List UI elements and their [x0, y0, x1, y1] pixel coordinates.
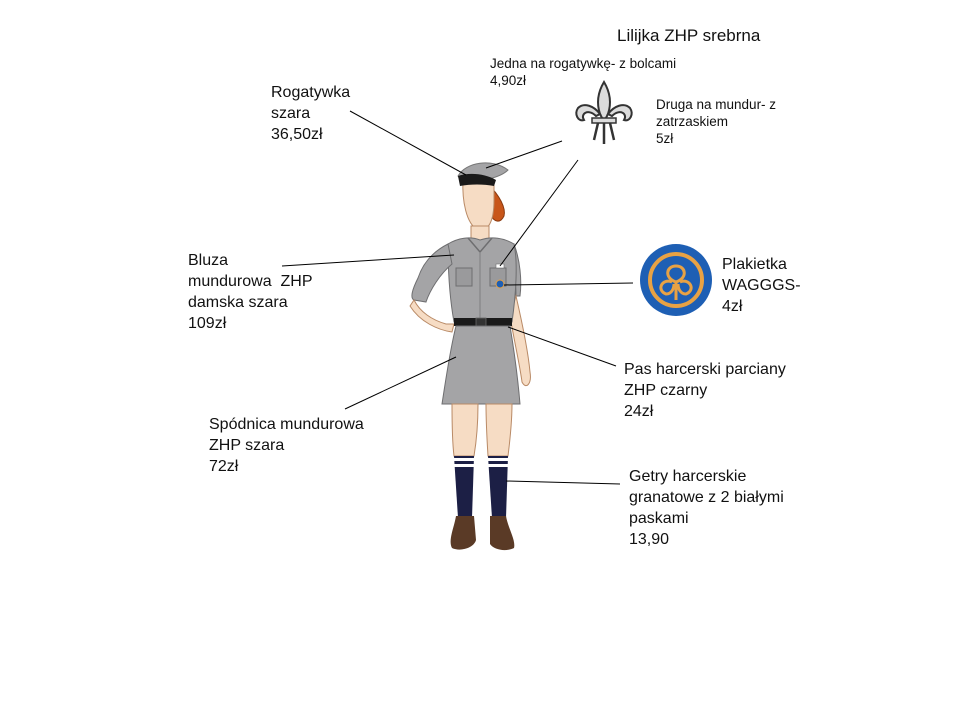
head	[462, 179, 495, 231]
label-price: 24zł	[624, 403, 654, 420]
label-line: granatowe z 2 białymi	[629, 489, 784, 506]
label-line: paskami	[629, 510, 689, 527]
scout-figure	[409, 162, 531, 551]
page-title: Lilijka ZHP srebrna	[617, 26, 761, 45]
label-lilijka-beret: Jedna na rogatywkę- z bolcami 4,90zł	[490, 55, 676, 89]
label-price: 5zł	[656, 131, 674, 146]
label-getry: Getry harcerskie granatowe z 2 białymi p…	[629, 466, 784, 550]
label-line: Plakietka	[722, 256, 787, 273]
leader-plakietka	[503, 282, 634, 286]
label-line: WAGGGS-	[722, 277, 801, 294]
label-line: Jedna na rogatywkę- z bolcami	[490, 56, 677, 71]
leader-bluza	[281, 254, 455, 267]
label-line: ZHP szara	[209, 437, 285, 454]
label-line: damska szara	[188, 294, 288, 311]
leader-getry	[505, 480, 621, 485]
right-shoe	[490, 516, 515, 551]
label-bluza: Bluza mundurowa ZHP damska szara 109zł	[188, 250, 313, 334]
label-price: 36,50zł	[271, 126, 323, 143]
left-arm	[411, 243, 453, 303]
label-line: Getry harcerskie	[629, 468, 747, 485]
left-forearm	[409, 299, 455, 333]
label-price: 109zł	[188, 315, 227, 332]
label-line: Spódnica mundurowa	[209, 416, 364, 433]
label-lilijka-shirt: Druga na mundur- z zatrzaskiem 5zł	[656, 96, 776, 147]
label-spodnica: Spódnica mundurowa ZHP szara 72zł	[209, 414, 364, 477]
shirt-badge	[495, 279, 505, 289]
label-price: 4,90zł	[490, 73, 527, 88]
leader-lines	[281, 110, 634, 485]
label-line: Pas harcerski parciany	[624, 361, 786, 378]
label-price: 4zł	[722, 298, 743, 315]
belt-buckle	[475, 317, 487, 327]
left-shoe	[450, 516, 476, 550]
label-plakietka: Plakietka WAGGGS- 4zł	[722, 254, 801, 317]
wagggs-badge-icon	[640, 244, 712, 316]
leader-rogatywka	[349, 110, 467, 176]
leader-pas	[507, 326, 617, 367]
leader-lilijka-shirt	[499, 159, 579, 267]
label-line: zatrzaskiem	[656, 114, 729, 129]
leader-lilijka-beret	[485, 140, 563, 169]
lily-pin-icon	[575, 80, 633, 144]
label-price: 72zł	[209, 458, 239, 475]
left-leg	[451, 403, 479, 457]
leader-spodnica	[344, 356, 457, 410]
label-line: Druga na mundur- z	[656, 97, 777, 112]
shirt-pocket-left	[455, 267, 473, 287]
label-line: Rogatywka	[271, 84, 351, 101]
right-forearm	[509, 294, 531, 387]
right-leg	[485, 403, 513, 457]
label-rogatywka: Rogatywka szara 36,50zł	[271, 82, 350, 145]
shirt	[447, 237, 517, 323]
label-line: szara	[271, 105, 311, 122]
beret	[457, 162, 509, 186]
label-line: ZHP czarny	[624, 382, 708, 399]
label-pas: Pas harcerski parciany ZHP czarny 24zł	[624, 359, 786, 422]
socks	[454, 456, 508, 518]
label-price: 13,90	[629, 531, 670, 548]
label-line: mundurowa ZHP	[188, 273, 313, 290]
skirt	[441, 325, 521, 405]
label-line: Bluza	[188, 252, 229, 269]
